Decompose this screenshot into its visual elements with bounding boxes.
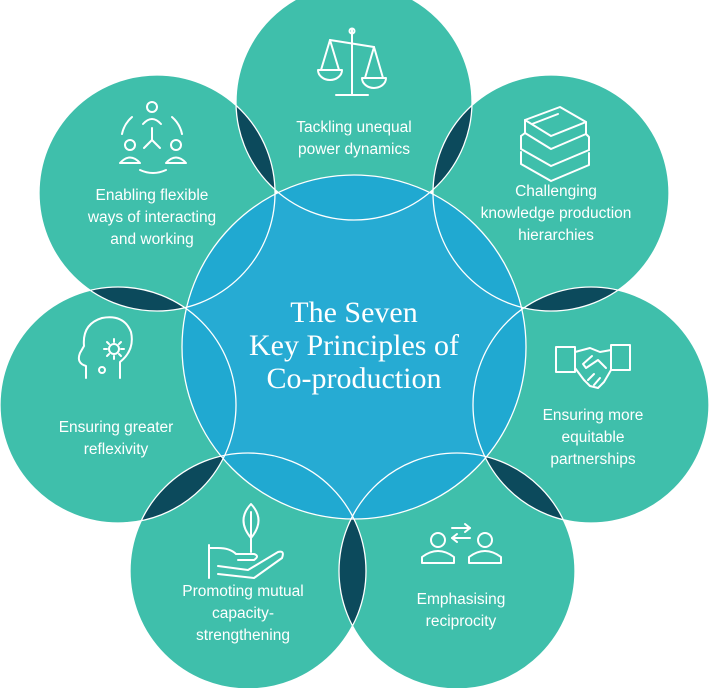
center-title-line-2: Key Principles of [249,329,459,362]
petal-6-circle [0,287,236,523]
center-title-line-1: The Seven [290,296,417,329]
principle-4-line-1: Emphasising [417,591,506,608]
principle-6-line-2: reflexivity [84,441,149,458]
principle-2-line-1: Challenging [515,183,597,200]
principle-1-line-2: power dynamics [298,141,410,158]
principle-2-line-3: hierarchies [518,227,594,244]
principle-7: Enabling flexible ways of interacting an… [87,187,216,248]
principle-5-line-1: Promoting mutual [182,583,303,600]
principle-5-line-3: strengthening [196,627,290,644]
principle-6-line-1: Ensuring greater [59,419,174,436]
petal-3-circle [473,287,709,523]
principle-5: Promoting mutual capacity- strengthening [182,583,303,644]
network-people-icon [119,101,187,174]
principle-3-line-1: Ensuring more [543,407,644,424]
handshake-icon [555,344,631,389]
principle-1-line-1: Tackling unequal [296,119,411,136]
principle-2: Challenging knowledge production hierarc… [481,183,632,244]
principle-4: Emphasising reciprocity [417,591,506,630]
principle-4-line-2: reciprocity [426,613,497,630]
principle-3-line-3: partnerships [550,451,636,468]
exchange-people-icon [421,523,502,564]
center-title-line-3: Co-production [267,362,442,395]
principle-7-line-3: and working [110,231,194,248]
books-icon [520,106,590,182]
center-title: The Seven Key Principles of Co-productio… [249,296,459,395]
center-circle [182,175,526,519]
hand-plant-icon [208,503,284,579]
principle-7-line-1: Enabling flexible [96,187,209,204]
principle-1: Tackling unequal power dynamics [296,119,411,158]
petal-1-circle [236,0,472,220]
principle-7-line-2: ways of interacting [87,209,216,226]
principle-6: Ensuring greater reflexivity [59,419,174,458]
head-gear-icon [77,316,133,379]
scales-icon [317,27,387,96]
principle-3-line-2: equitable [562,429,625,446]
principle-5-line-2: capacity- [212,605,274,622]
principle-2-line-2: knowledge production [481,205,632,222]
principle-3: Ensuring more equitable partnerships [543,407,644,468]
